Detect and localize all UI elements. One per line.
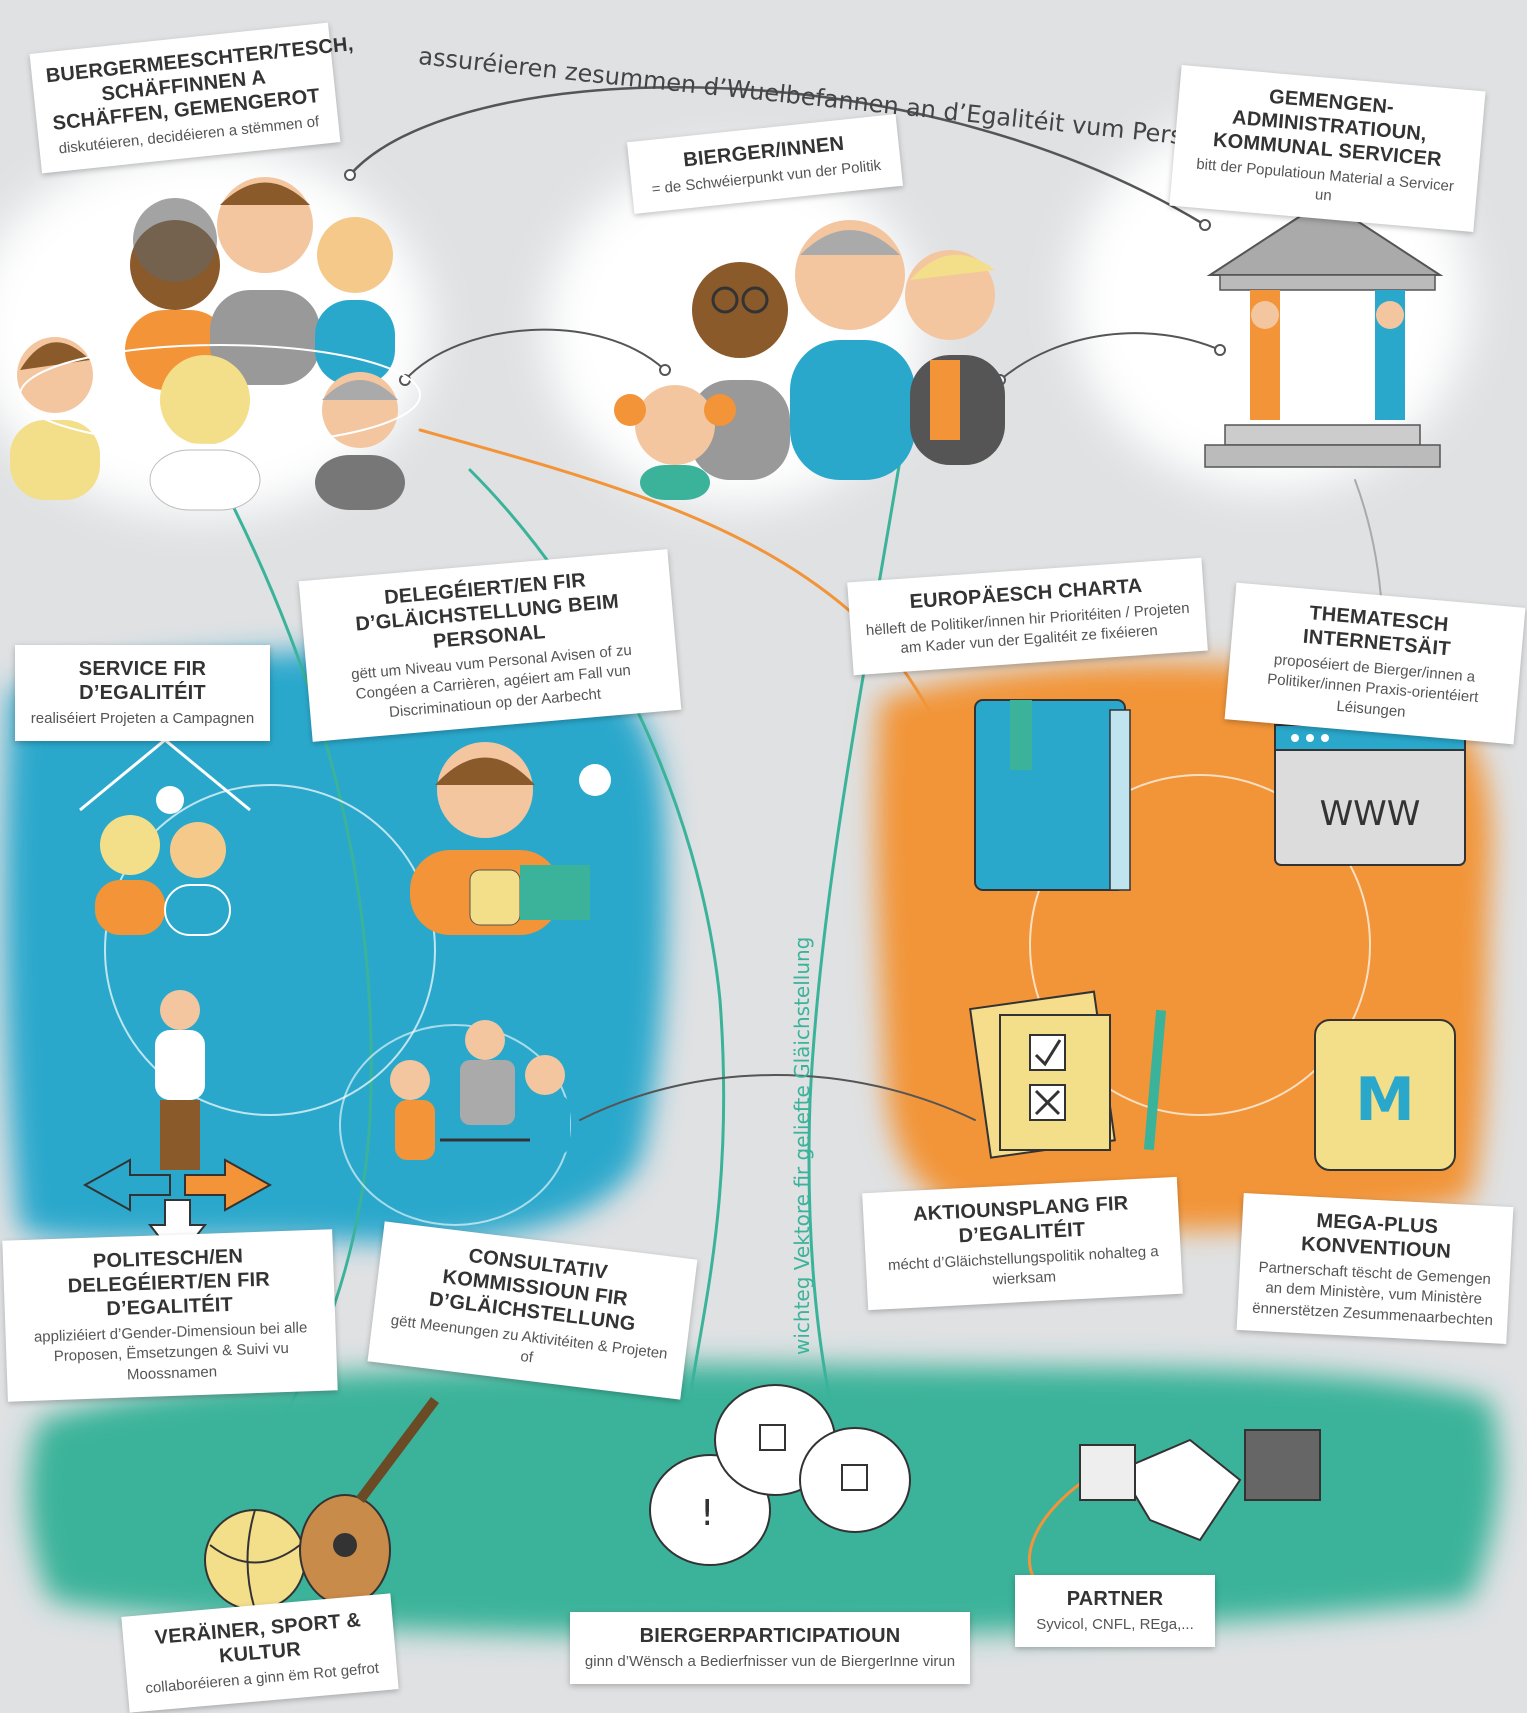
scroll-letter: M	[1355, 1065, 1415, 1135]
card-biergerparticipatioun: BIERGERPARTICIPATIOUN ginn d’Wënsch a Be…	[570, 1612, 970, 1685]
card-aktiounsplang: AKTIOUNSPLANG FIR D’EGALITÉIT mécht d’Gl…	[862, 1176, 1183, 1310]
card-title: BIERGERPARTICIPATIOUN	[639, 1625, 901, 1647]
www-text: WWW	[1320, 794, 1421, 834]
card-delegeierten-personal: DELEGÉIERT/EN FIR D’GLÄICHSTELLUNG BEIM …	[298, 549, 682, 742]
officials-people	[10, 177, 421, 511]
service-egalitet-illustration	[79, 738, 251, 936]
admin-building	[1204, 198, 1444, 468]
card-title: PARTNER	[1066, 1588, 1164, 1610]
connector-blue-cycle	[104, 784, 436, 1116]
card-desc: appliziéiert d’Gender-Dimensioun bei all…	[33, 1319, 308, 1384]
delegate-personal-illustration	[410, 742, 611, 935]
svg-text:!: !	[700, 1493, 714, 1534]
card-desc: Partnerschaft tëscht de Gemengen an dem …	[1251, 1258, 1494, 1329]
card-service-egalitet: SERVICE FIR D’EGALITÉIT realiséiert Proj…	[15, 645, 270, 742]
action-plan-illustration	[969, 990, 1167, 1159]
citizens-people	[614, 220, 1005, 500]
card-title: POLITESCH/EN DELEGÉIERT/EN FIR D’EGALITÉ…	[67, 1245, 271, 1321]
card-gemengen-administratioun: GEMENGEN-ADMINISTRATIOUN, KOMMUNAL SERVI…	[1169, 64, 1486, 232]
connector-teal-line-3	[218, 498, 373, 1502]
person-citizen-child	[614, 385, 736, 500]
connector-citizens-admin	[999, 332, 1221, 381]
vertical-vector-label: wichteg Vektore fir geliefte Gläichstell…	[790, 936, 814, 1355]
card-title: MEGA-PLUS KONVENTIOUN	[1300, 1209, 1452, 1263]
mega-scroll-illustration: M	[1314, 1019, 1456, 1171]
card-desc: Syvicol, CNFL, REga,...	[1036, 1616, 1194, 1633]
participation-bubbles-illustration: !	[649, 1384, 911, 1566]
person-official-6	[315, 372, 405, 510]
person-citizen-2	[790, 220, 915, 480]
officials-table	[19, 344, 421, 446]
website-illustration: WWW	[1274, 724, 1466, 866]
card-mega-plus: MEGA-PLUS KONVENTIOUN Partnerschaft tësc…	[1236, 1193, 1514, 1344]
person-official-4	[10, 337, 100, 500]
person-citizen-3	[905, 250, 1005, 465]
partner-handshake-illustration	[1079, 1429, 1321, 1542]
connector-middle	[579, 1074, 976, 1121]
person-official-2	[210, 177, 320, 385]
card-politesch-delegeierten: POLITESCH/EN DELEGÉIERT/EN FIR D’EGALITÉ…	[2, 1229, 338, 1402]
card-desc: realiséiert Projeten a Campagnen	[30, 710, 255, 727]
person-official-5	[149, 355, 261, 511]
charta-book-illustration	[974, 699, 1131, 891]
card-title: SERVICE FIR D’EGALITÉIT	[78, 658, 207, 704]
political-delegate-illustration	[82, 990, 273, 1262]
card-desc: ginn d’Wënsch a Bedierfnisser vun de Bie…	[584, 1653, 956, 1670]
commission-illustration	[339, 1020, 571, 1226]
card-partner: PARTNER Syvicol, CNFL, REga,...	[1015, 1575, 1215, 1648]
connector-top-arc	[348, 86, 1207, 227]
connector-officials-citizens	[404, 328, 666, 381]
sport-culture-illustration	[204, 1397, 439, 1611]
connector-orange-cycle	[1029, 774, 1371, 1116]
card-thematesch-internetsait: THEMATESCH INTERNETSÄIT proposéiert de B…	[1224, 582, 1526, 745]
